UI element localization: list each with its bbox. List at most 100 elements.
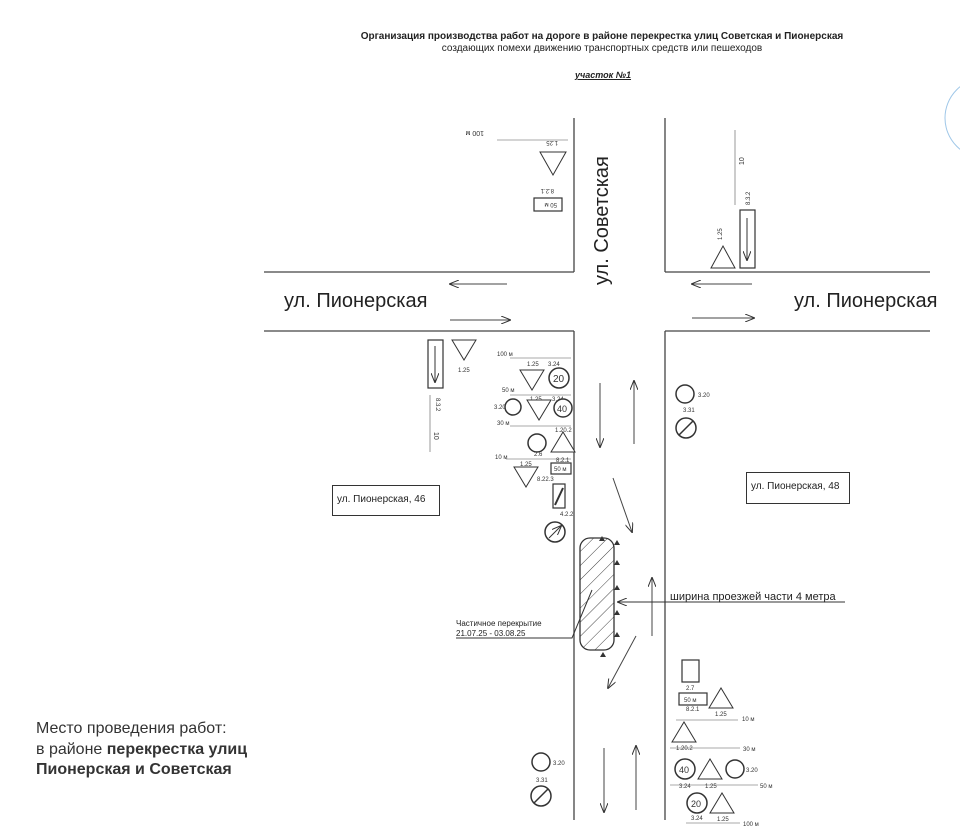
- svg-text:1.25: 1.25: [527, 362, 539, 368]
- svg-text:40: 40: [557, 404, 567, 414]
- svg-text:1.25: 1.25: [718, 228, 724, 240]
- roadworks-sign-icon: [539, 151, 567, 177]
- svg-text:50 м: 50 м: [545, 201, 557, 207]
- svg-text:50 м: 50 м: [760, 784, 772, 790]
- svg-text:1.25: 1.25: [546, 139, 558, 145]
- road-narrows-icon: [671, 721, 697, 743]
- roadworks-sign-icon: [709, 792, 735, 814]
- building-label-46: ул. Пионерская, 46: [332, 485, 440, 516]
- no-trucks-sign-icon: [531, 752, 551, 772]
- svg-text:50 м: 50 м: [554, 467, 566, 473]
- svg-text:50 м: 50 м: [502, 388, 514, 394]
- sign-group-top-right: 10 8.3.2 1.25: [710, 130, 756, 269]
- work-place-line3: Пионерская и Советская: [36, 761, 232, 778]
- svg-text:30 м: 30 м: [497, 421, 509, 427]
- street-name-pionerskaya-right: ул. Пионерская: [794, 290, 938, 312]
- speed-limit-icon: [553, 398, 573, 418]
- svg-text:20: 20: [691, 799, 701, 809]
- roadworks-sign-icon: [451, 339, 477, 361]
- page-subtitle: создающих помехи движению транспортных с…: [441, 43, 763, 54]
- svg-text:8.2.1: 8.2.1: [540, 187, 554, 193]
- sign-group-left: 1.25 8.3.2 10: [427, 339, 477, 452]
- svg-text:3.24: 3.24: [691, 816, 703, 822]
- roadworks-sign-icon: [526, 399, 552, 421]
- page-title: Организация производства работ на дороге…: [360, 31, 844, 42]
- work-zone: [579, 537, 615, 651]
- roadworks-sign-icon: [710, 244, 736, 269]
- work-place-prefix: в районе: [36, 741, 107, 758]
- svg-text:8.2.1: 8.2.1: [556, 458, 570, 464]
- svg-text:1.25: 1.25: [458, 368, 470, 374]
- no-trucks-sign-icon: [504, 398, 522, 416]
- svg-text:10 м: 10 м: [495, 455, 507, 461]
- sign-group-top-left: 100 м 1.25 8.2.1 50 м: [465, 129, 568, 212]
- svg-text:50 м: 50 м: [684, 698, 696, 704]
- svg-text:20: 20: [553, 374, 565, 385]
- traffic-arrows: [450, 284, 754, 812]
- speed-limit-icon: [674, 758, 696, 780]
- svg-text:3.20: 3.20: [553, 761, 565, 767]
- svg-text:3.31: 3.31: [536, 778, 548, 784]
- building-label-48: ул. Пионерская, 48: [746, 472, 850, 504]
- road-edges: [264, 118, 930, 820]
- svg-text:3.20: 3.20: [746, 768, 758, 774]
- priority-sign-icon: [681, 659, 700, 683]
- stamp-mark: [944, 86, 960, 150]
- svg-text:8.3.2: 8.3.2: [746, 191, 752, 205]
- svg-text:3.20: 3.20: [494, 405, 506, 411]
- svg-text:1.25: 1.25: [717, 817, 729, 823]
- svg-text:1.25: 1.25: [715, 712, 727, 718]
- closure-dates: 21.07.25 - 03.08.25: [456, 629, 526, 638]
- sign-group-right-lower: 2.7 50 м 8.2.1 1.25 10 м 1.20.2 30 м 40 …: [670, 659, 772, 828]
- roadworks-sign-icon: [519, 369, 545, 391]
- svg-text:4.2.2: 4.2.2: [560, 512, 574, 518]
- svg-text:30 м: 30 м: [743, 747, 755, 753]
- street-name-pionerskaya-left: ул. Пионерская: [284, 290, 428, 312]
- cone-markers: [599, 536, 620, 657]
- svg-text:10: 10: [432, 432, 439, 440]
- give-way-oncoming-icon: [527, 433, 547, 453]
- distance-plate-icon: [550, 462, 572, 475]
- closure-label: Частичное перекрытие: [456, 619, 542, 628]
- svg-text:10 м: 10 м: [742, 717, 754, 723]
- sign-stack-center-left: 100 м 1.25 3.24 20 50 м 1.25 3.24 3.20 4…: [494, 352, 576, 543]
- work-place-line2: в районе перекрестка улиц: [36, 741, 247, 759]
- no-trucks-sign-icon: [675, 384, 695, 404]
- no-trucks-sign-icon: [725, 759, 745, 779]
- work-place-heading: Место проведения работ:: [36, 720, 227, 737]
- street-name-sovetskaya: ул. Советская: [591, 156, 613, 285]
- svg-text:8.2.1: 8.2.1: [686, 707, 700, 713]
- sign-group-right-upper: 3.20 3.31: [675, 384, 710, 439]
- roadworks-sign-icon: [513, 466, 539, 488]
- distance-plate-icon: [533, 197, 563, 212]
- svg-text:10: 10: [739, 157, 746, 165]
- work-place-bold: перекрестка улиц: [106, 741, 248, 758]
- distance-plate-icon: [678, 692, 708, 706]
- svg-text:3.24: 3.24: [679, 784, 691, 790]
- svg-text:1.20.2: 1.20.2: [555, 428, 572, 434]
- svg-text:1.20.2: 1.20.2: [676, 746, 693, 752]
- svg-text:100 м: 100 м: [497, 352, 513, 358]
- svg-text:1.25: 1.25: [520, 462, 532, 468]
- svg-text:3.31: 3.31: [683, 408, 695, 414]
- roadworks-sign-icon: [697, 758, 723, 780]
- speed-limit-icon: [548, 367, 570, 389]
- svg-text:2.7: 2.7: [686, 686, 695, 692]
- road-narrows-icon: [550, 431, 576, 453]
- dist-label: 100 м: [465, 129, 484, 136]
- roadway-width-label: ширина проезжей части 4 метра: [670, 591, 836, 603]
- speed-limit-icon: [686, 792, 708, 814]
- sign-group-bottom-center: 3.20 3.31: [530, 752, 565, 807]
- svg-text:2.6: 2.6: [534, 452, 543, 458]
- svg-text:8.3.2: 8.3.2: [434, 398, 440, 412]
- svg-text:3.24: 3.24: [548, 362, 560, 368]
- closure-leader: [456, 589, 593, 639]
- section-label: участок №1: [574, 70, 632, 80]
- roadworks-sign-icon: [708, 687, 734, 709]
- svg-text:3.20: 3.20: [698, 393, 710, 399]
- svg-text:40: 40: [679, 765, 689, 775]
- svg-text:1.25: 1.25: [705, 784, 717, 790]
- svg-text:8.22.3: 8.22.3: [537, 477, 554, 483]
- svg-text:100 м: 100 м: [743, 822, 759, 828]
